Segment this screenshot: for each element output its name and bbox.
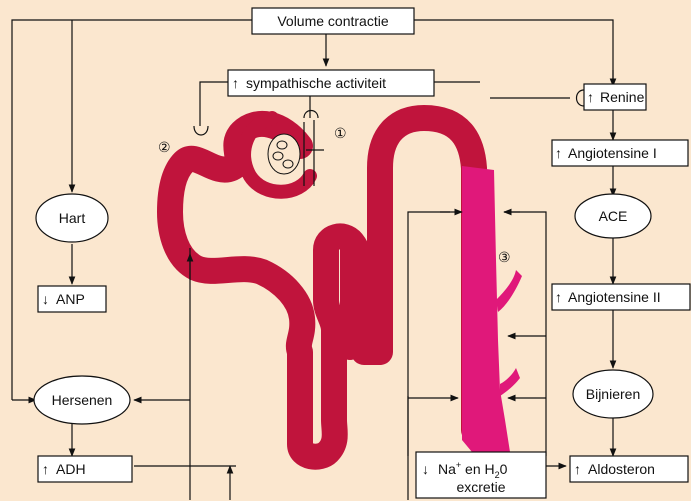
up-arrow-symbol: ↑ [232, 75, 239, 91]
nephron-illustration [170, 118, 522, 457]
node-hart: Hart [36, 194, 108, 242]
down-arrow-symbol: ↓ [422, 461, 429, 477]
collecting-duct [462, 166, 522, 452]
na-excretie-line2: excretie [456, 479, 505, 495]
renine-label: Renine [600, 89, 645, 105]
up-arrow-symbol: ↑ [555, 145, 562, 161]
node-angiotensine-2: ↑ Angiotensine II [552, 284, 690, 310]
node-aldosteron: ↑ Aldosteron [570, 456, 688, 482]
volume-contractie-label: Volume contractie [277, 13, 388, 29]
ace-label: ACE [599, 208, 628, 224]
nephron-tubule [170, 118, 474, 457]
marker-2: ② [158, 139, 171, 155]
node-na-excretie: ↓ Na+ en H20 excretie [416, 452, 546, 498]
node-anp: ↓ ANP [38, 286, 106, 312]
node-adh: ↑ ADH [38, 456, 132, 482]
node-sympathische-activiteit: ↑ sympathische activiteit [228, 70, 434, 96]
adh-label: ADH [56, 461, 86, 477]
up-arrow-symbol: ↑ [42, 461, 49, 477]
node-ace: ACE [575, 194, 651, 238]
bijnieren-label: Bijnieren [586, 386, 640, 402]
anp-label: ANP [56, 291, 85, 307]
hart-label: Hart [59, 210, 86, 226]
up-arrow-symbol: ↑ [555, 289, 562, 305]
angiotensine-2-label: Angiotensine II [568, 289, 661, 305]
node-hersenen: Hersenen [34, 376, 130, 424]
node-renine: ↑ Renine [584, 84, 646, 110]
node-bijnieren: Bijnieren [573, 370, 653, 418]
aldosteron-label: Aldosteron [588, 461, 655, 477]
node-angiotensine-1: ↑ Angiotensine I [552, 140, 688, 166]
hersenen-label: Hersenen [52, 392, 113, 408]
sympathische-activiteit-label: sympathische activiteit [246, 75, 386, 91]
up-arrow-symbol: ↑ [574, 461, 581, 477]
up-arrow-symbol: ↑ [587, 89, 594, 105]
down-arrow-symbol: ↓ [42, 291, 49, 307]
marker-1: ① [334, 125, 347, 141]
marker-3: ③ [498, 249, 511, 265]
angiotensine-1-label: Angiotensine I [568, 145, 657, 161]
node-volume-contractie: Volume contractie [252, 8, 414, 34]
